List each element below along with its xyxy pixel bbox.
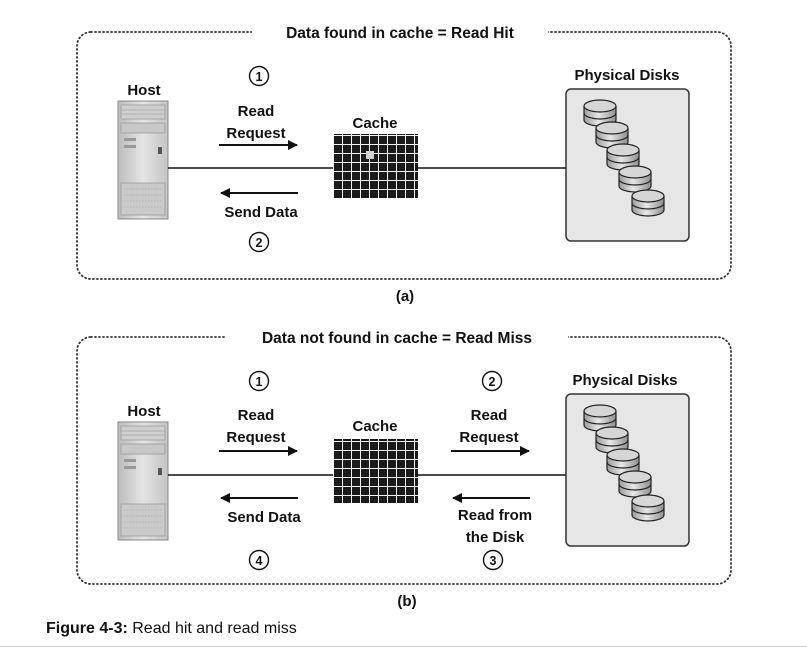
read-request-label-line1: Read xyxy=(238,103,275,120)
step-marker-4: 4 xyxy=(248,549,270,571)
panel-sublabel: (b) xyxy=(397,593,416,610)
host-label: Host xyxy=(127,82,160,99)
disk-read-request-label-line1: Read xyxy=(471,407,508,424)
cache-grid-icon xyxy=(333,134,418,198)
disk-read-request-label-line2: Request xyxy=(459,429,518,446)
step-marker-2: 2 xyxy=(481,370,503,392)
title-backdrop xyxy=(226,325,568,349)
panel-read-miss: Data not found in cache = Read Miss Host… xyxy=(76,325,732,610)
physical-disks-label: Physical Disks xyxy=(572,372,677,389)
step-marker-1: 1 xyxy=(248,370,270,392)
host-server-icon xyxy=(117,100,169,220)
step-circle-icon xyxy=(248,65,270,87)
cache-hit-cell xyxy=(366,151,374,159)
figure-caption-text: Read hit and read miss xyxy=(127,620,297,637)
step-marker-1: 1 xyxy=(248,65,270,87)
physical-disks-icon xyxy=(565,88,690,242)
step-circle-icon xyxy=(248,231,270,253)
read-from-disk-label-line1: Read from xyxy=(458,507,532,524)
step-number: 4 xyxy=(256,554,263,568)
read-hit-miss-diagram: Data found in cache = Read Hit Host 1 Re… xyxy=(76,20,732,610)
panel-sublabel: (a) xyxy=(396,288,414,305)
read-request-label-line2: Request xyxy=(226,125,285,142)
read-request-label-line2: Request xyxy=(226,429,285,446)
title-backdrop xyxy=(252,20,548,44)
step-circle-icon xyxy=(248,370,270,392)
step-circle-icon xyxy=(482,549,504,571)
cache-label: Cache xyxy=(352,418,397,435)
bottom-divider xyxy=(0,646,807,647)
physical-disks-label: Physical Disks xyxy=(574,67,679,84)
cache-label: Cache xyxy=(352,115,397,132)
physical-disks-icon xyxy=(565,393,690,547)
step-number: 2 xyxy=(489,375,496,389)
step-circle-icon xyxy=(248,549,270,571)
step-marker-2: 2 xyxy=(248,231,270,253)
read-request-label-line1: Read xyxy=(238,407,275,424)
send-data-label: Send Data xyxy=(227,509,301,526)
panel-read-hit: Data found in cache = Read Hit Host 1 Re… xyxy=(76,20,732,305)
figure-caption: Figure 4-3: Read hit and read miss xyxy=(46,620,297,638)
panel-title: Data not found in cache = Read Miss xyxy=(262,330,532,347)
cache-grid-icon xyxy=(333,439,418,503)
step-number: 1 xyxy=(256,70,263,84)
host-server-icon xyxy=(117,421,169,541)
step-number: 2 xyxy=(256,236,263,250)
read-from-disk-label-line2: the Disk xyxy=(466,529,525,546)
step-number: 1 xyxy=(256,375,263,389)
step-number: 3 xyxy=(490,554,497,568)
step-marker-3: 3 xyxy=(482,549,504,571)
host-label: Host xyxy=(127,403,160,420)
send-data-label: Send Data xyxy=(224,204,298,221)
panel-title: Data found in cache = Read Hit xyxy=(286,25,514,42)
figure-number: Figure 4-3: xyxy=(46,620,128,637)
step-circle-icon xyxy=(481,370,503,392)
